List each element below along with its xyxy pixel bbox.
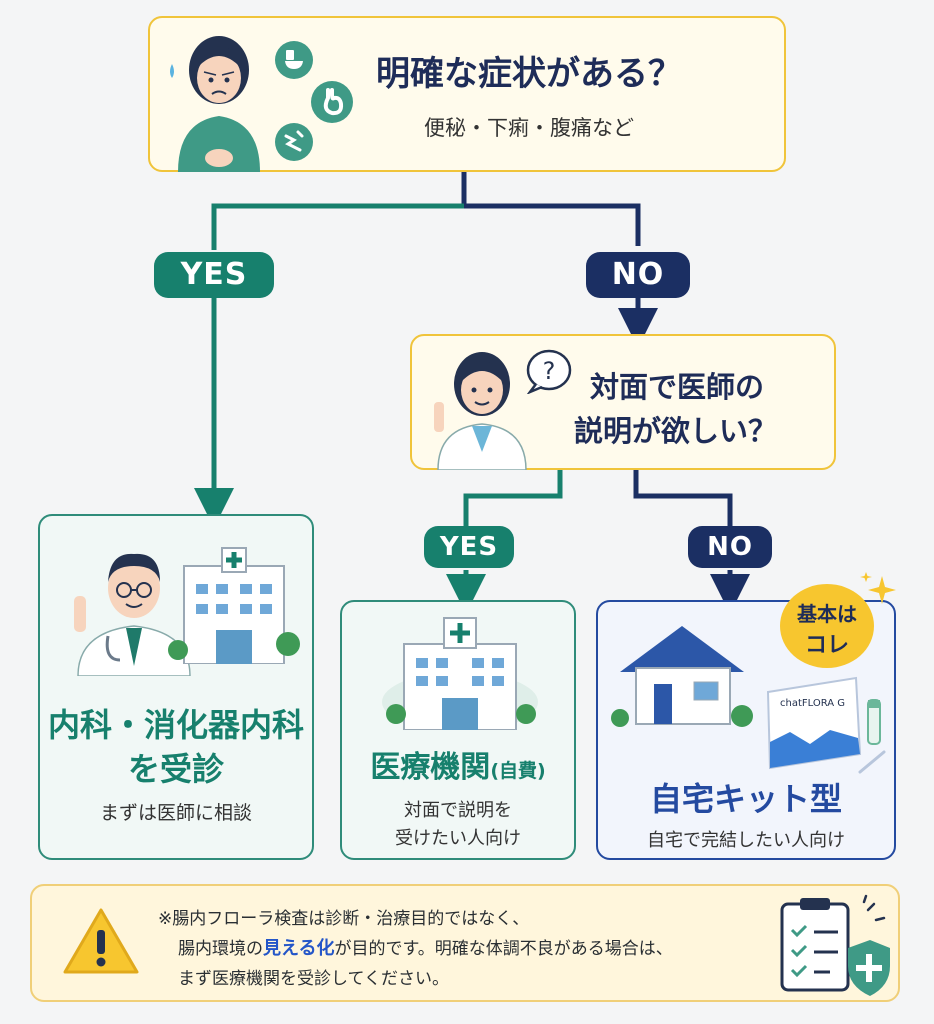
- result-left-note: まずは医師に相談: [99, 802, 252, 824]
- test-kit-icon: chatFLORA G: [766, 676, 886, 774]
- branch-1-no-label: NO: [586, 252, 690, 298]
- recommended-badge: 基本は コレ: [780, 584, 874, 668]
- pain-icon: [275, 123, 313, 161]
- result-left-title-line-1: 内科・消化器内科: [47, 706, 304, 744]
- branch-2-yes-label: YES: [424, 526, 514, 568]
- result-mid-title-suffix: (自費): [490, 760, 546, 782]
- result-mid-note-line-1: 対面で説明を: [404, 800, 512, 821]
- toilet-icon: [275, 41, 313, 79]
- result-mid-title: 医療機関(自費): [342, 742, 574, 786]
- sparkle-icon: [860, 572, 896, 604]
- result-right-title: 自宅キット型: [649, 780, 842, 818]
- result-mid-title-main: 医療機関: [370, 750, 491, 785]
- notice-highlight: 見える化: [263, 938, 335, 959]
- hospital-icon: [382, 617, 538, 730]
- notice-box: ※腸内フローラ検査は診断・治療目的ではなく、 腸内環境の見える化が目的です。明確…: [30, 884, 900, 1002]
- svg-text:?: ?: [543, 357, 556, 385]
- result-internal-medicine-box: 内科・消化器内科 を受診 まずは医師に相談: [38, 514, 314, 860]
- question-2-box: ? 対面で医師の 説明が欲しい？: [410, 334, 836, 470]
- question-2-title-line-2: 説明が欲しい？: [574, 414, 778, 448]
- question-1-subtitle: 便秘・下痢・腹痛など: [424, 116, 634, 140]
- svg-text:chatFLORA G: chatFLORA G: [780, 698, 845, 709]
- male-doctor-icon: [74, 553, 191, 676]
- result-mid-note-line-2: 受けたい人向け: [395, 828, 521, 849]
- question-bubble-icon: ?: [526, 349, 572, 394]
- branch-1-yes-label: YES: [154, 252, 274, 298]
- badge-line-2: コレ: [804, 633, 849, 658]
- question-1-title: 明確な症状がある？: [376, 54, 682, 94]
- warning-icon: [63, 908, 139, 974]
- result-medical-institution-box: 医療機関(自費) 対面で説明を 受けたい人向け: [340, 600, 576, 860]
- branch-2-no-label: NO: [688, 526, 772, 568]
- hospital-icon: [168, 547, 300, 664]
- notice-line-1: ※腸内フローラ検査は診断・治療目的ではなく、: [158, 909, 530, 929]
- stomach-icon: [311, 81, 353, 123]
- clipboard-shield-icon: [780, 894, 890, 996]
- house-icon: [611, 626, 753, 727]
- badge-line-1: 基本は: [797, 602, 857, 626]
- result-left-title-line-2: を受診: [127, 750, 224, 788]
- result-right-note: 自宅で完結したい人向け: [647, 830, 845, 851]
- question-1-box: 明確な症状がある？ 便秘・下痢・腹痛など: [148, 16, 786, 172]
- notice-line-2: 腸内環境の見える化が目的です。明確な体調不良がある場合は、: [178, 934, 673, 960]
- worried-woman-icon: [170, 36, 260, 172]
- notice-line-2-a: 腸内環境の: [178, 939, 263, 959]
- question-2-title-line-1: 対面で医師の: [590, 370, 765, 404]
- notice-line-2-b: が目的です。明確な体調不良がある場合は、: [334, 939, 673, 959]
- notice-line-3: まず医療機関を受診してください。: [178, 969, 449, 989]
- female-doctor-icon: [434, 352, 527, 470]
